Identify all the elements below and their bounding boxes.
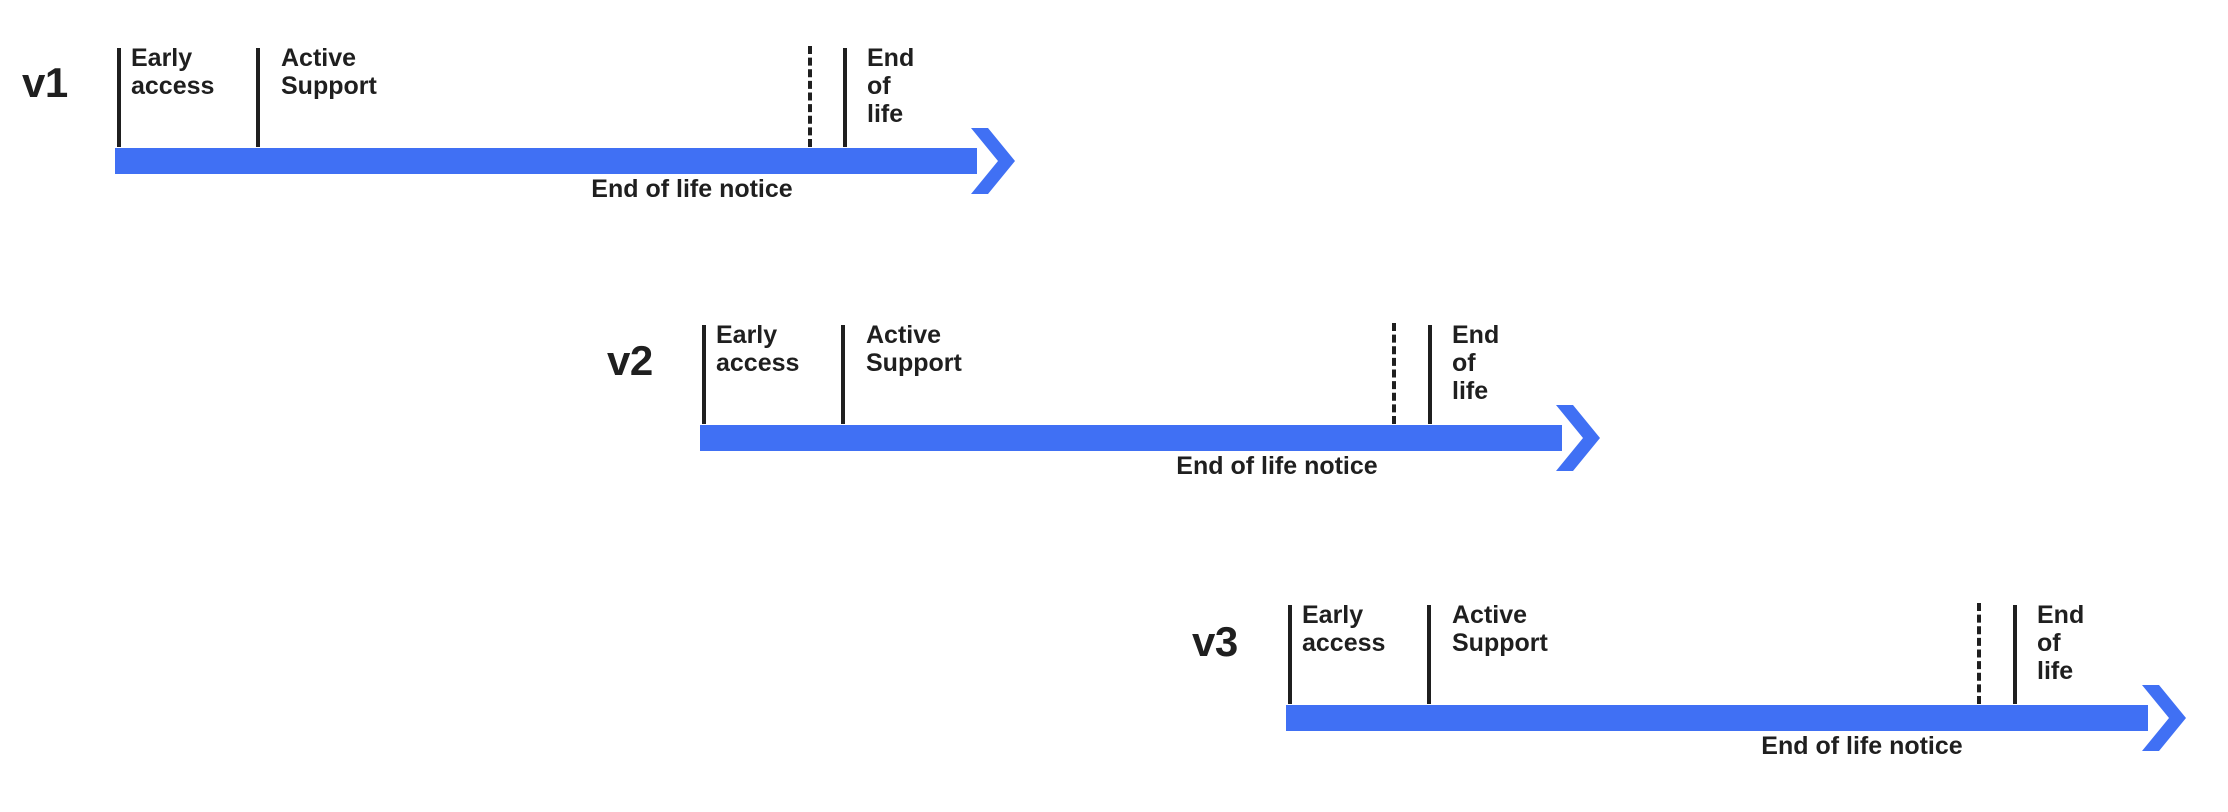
end-of-life-notice-label-v1: End of life notice (591, 175, 793, 203)
divider-end-of-life-start-v1 (843, 48, 847, 147)
version-label-v1: v1 (22, 59, 68, 106)
phase-label: End of life (2037, 601, 2085, 685)
phase-label: End of life (867, 44, 915, 128)
divider-end-of-life-start-v3 (2013, 605, 2017, 704)
divider-active-support-start-v3 (1427, 605, 1431, 704)
phase-label: End of life (1452, 321, 1500, 405)
end-of-life-notice-label-v3: End of life notice (1761, 732, 1963, 760)
divider-end-of-life-notice-start-v2 (1392, 323, 1396, 424)
version-label-v2: v2 (607, 337, 653, 384)
phase-label: Early access (716, 321, 800, 377)
divider-early-access-start-v1 (117, 48, 121, 147)
phase-label: Active Support (281, 44, 377, 100)
divider-early-access-start-v3 (1288, 605, 1292, 704)
divider-end-of-life-notice-start-v1 (808, 46, 812, 147)
timeline-arrow-v2 (700, 405, 1600, 471)
divider-active-support-start-v2 (841, 325, 845, 424)
timeline-arrow-v3 (1286, 685, 2186, 751)
end-of-life-notice-label-v2: End of life notice (1176, 452, 1378, 480)
phase-label: Active Support (866, 321, 962, 377)
divider-early-access-start-v2 (702, 325, 706, 424)
version-label-v3: v3 (1192, 618, 1238, 665)
timeline-arrow-v1 (115, 128, 1015, 194)
phase-label: Early access (131, 44, 215, 100)
divider-active-support-start-v1 (256, 48, 260, 147)
phase-label: Early access (1302, 601, 1386, 657)
phase-label: Active Support (1452, 601, 1548, 657)
divider-end-of-life-notice-start-v3 (1977, 603, 1981, 704)
divider-end-of-life-start-v2 (1428, 325, 1432, 424)
